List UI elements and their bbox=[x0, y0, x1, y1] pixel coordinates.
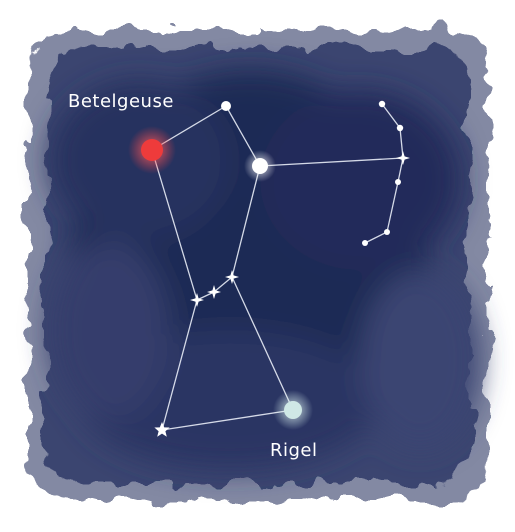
bellatrix-star bbox=[221, 101, 231, 111]
betelgeuse-star bbox=[128, 126, 176, 174]
betelgeuse-label: Betelgeuse bbox=[68, 91, 174, 112]
rigel-star bbox=[273, 390, 313, 430]
rigel-label: Rigel bbox=[270, 440, 318, 461]
meissa-star bbox=[244, 150, 276, 182]
